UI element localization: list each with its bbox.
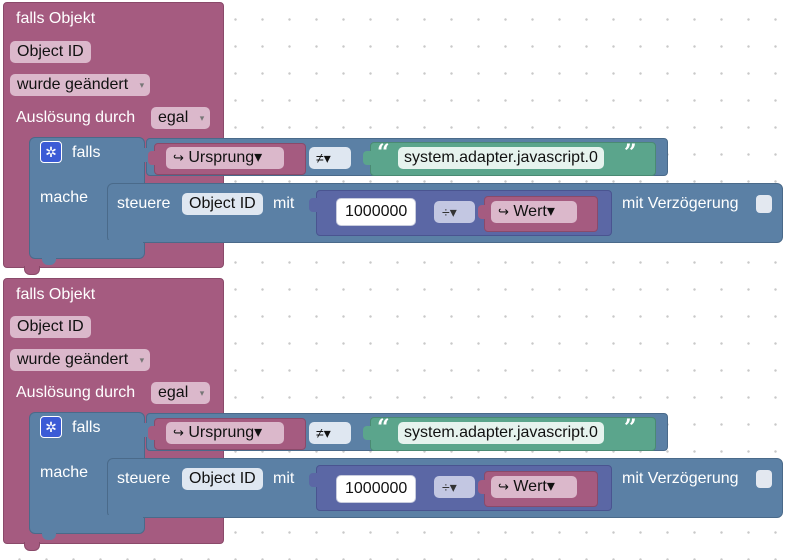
operator-symbol: ≠ — [316, 150, 324, 166]
chevron-down-icon: ▾ — [323, 425, 331, 441]
chevron-down-icon: ▾ — [139, 80, 145, 90]
math-operator-dropdown[interactable]: ÷▾ — [434, 476, 475, 498]
value-variable-dropdown[interactable]: ↪ Wert▾ — [491, 476, 577, 498]
chevron-down-icon: ▾ — [449, 204, 457, 220]
operator-symbol: ≠ — [316, 425, 324, 441]
control-label: steuere — [117, 470, 171, 487]
variable-dropdown[interactable]: ↪ Ursprung▾ — [166, 147, 285, 169]
connector-tab — [140, 423, 148, 437]
chevron-down-icon: ▾ — [254, 424, 263, 441]
delay-checkbox[interactable] — [756, 195, 772, 213]
if-label: falls — [72, 144, 101, 161]
trigger-dropdown[interactable]: egal ▾ — [151, 107, 211, 129]
connector-tab — [309, 198, 317, 212]
chevron-down-icon: ▾ — [546, 203, 555, 220]
value-variable-dropdown[interactable]: ↪ Wert▾ — [491, 201, 577, 223]
change-type-label: wurde geändert — [17, 76, 129, 93]
with-label: mit — [273, 470, 295, 487]
if-block-notch — [42, 532, 56, 540]
variable-icon: ↪ — [498, 479, 509, 494]
text-value-field[interactable]: system.adapter.javascript.0 — [398, 422, 604, 444]
connector-tab — [478, 205, 486, 219]
compare-operator-dropdown[interactable]: ≠▾ — [309, 422, 351, 444]
gear-icon[interactable]: ✲ — [40, 141, 62, 163]
event-title: falls Objekt — [16, 10, 96, 27]
connector-tab — [148, 151, 156, 165]
trigger-value: egal — [158, 109, 189, 126]
connector-tab — [140, 148, 148, 162]
do-label: mache — [40, 464, 89, 481]
math-operator-symbol: ÷ — [442, 479, 450, 495]
text-value-field[interactable]: system.adapter.javascript.0 — [398, 147, 604, 169]
trigger-dropdown[interactable]: egal ▾ — [151, 382, 211, 404]
quote-open-icon: “ — [377, 415, 390, 441]
chevron-down-icon: ▾ — [139, 355, 145, 365]
math-operator-dropdown[interactable]: ÷▾ — [434, 201, 475, 223]
quote-open-icon: “ — [377, 140, 390, 166]
control-object-id-field[interactable]: Object ID — [182, 468, 263, 490]
quote-close-icon: ” — [624, 415, 637, 441]
chevron-down-icon: ▾ — [199, 388, 205, 398]
variable-name: Ursprung — [188, 424, 255, 441]
if-label: falls — [72, 419, 101, 436]
change-type-dropdown[interactable]: wurde geändert ▾ — [10, 74, 151, 96]
event-group-2: falls Objekt Object ID wurde geändert ▾ A… — [0, 276, 789, 556]
control-object-id-field[interactable]: Object ID — [182, 193, 263, 215]
delay-label: mit Verzögerung — [622, 470, 739, 487]
chevron-down-icon: ▾ — [546, 478, 555, 495]
trigger-label: Auslösung durch — [16, 109, 136, 126]
value-variable-name: Wert — [513, 478, 547, 495]
connector-tab — [363, 151, 371, 165]
variable-dropdown[interactable]: ↪ Ursprung▾ — [166, 422, 285, 444]
quote-close-icon: ” — [624, 140, 637, 166]
if-block-notch — [42, 257, 56, 265]
number-field[interactable]: 1000000 — [336, 475, 417, 503]
chevron-down-icon: ▾ — [449, 479, 457, 495]
variable-icon: ↪ — [173, 150, 184, 165]
event-group-1: falls Objekt Object ID wurde geändert ▾ A… — [3, 2, 783, 275]
delay-label: mit Verzögerung — [622, 195, 739, 212]
do-label: mache — [40, 189, 89, 206]
math-operator-symbol: ÷ — [442, 204, 450, 220]
trigger-label: Auslösung durch — [16, 384, 136, 401]
connector-tab — [363, 426, 371, 440]
chevron-down-icon: ▾ — [254, 149, 263, 166]
value-variable-name: Wert — [513, 203, 547, 220]
number-field[interactable]: 1000000 — [336, 198, 417, 226]
event-title: falls Objekt — [16, 286, 96, 303]
chevron-down-icon: ▾ — [199, 113, 205, 123]
control-block-tail — [107, 240, 143, 258]
connector-tab — [478, 480, 486, 494]
control-label: steuere — [117, 195, 171, 212]
gear-icon[interactable]: ✲ — [40, 416, 62, 438]
variable-icon: ↪ — [173, 425, 184, 440]
object-id-field[interactable]: Object ID — [10, 316, 91, 338]
change-type-label: wurde geändert — [17, 351, 129, 368]
variable-icon: ↪ — [498, 204, 509, 219]
chevron-down-icon: ▾ — [323, 150, 331, 166]
compare-operator-dropdown[interactable]: ≠▾ — [309, 147, 351, 169]
trigger-value: egal — [158, 384, 189, 401]
delay-checkbox[interactable] — [756, 470, 772, 488]
object-id-field[interactable]: Object ID — [10, 41, 91, 63]
change-type-dropdown[interactable]: wurde geändert ▾ — [10, 349, 151, 371]
with-label: mit — [273, 195, 295, 212]
connector-tab — [309, 473, 317, 487]
connector-tab — [148, 426, 156, 440]
variable-name: Ursprung — [188, 149, 255, 166]
control-block-tail — [107, 515, 143, 533]
